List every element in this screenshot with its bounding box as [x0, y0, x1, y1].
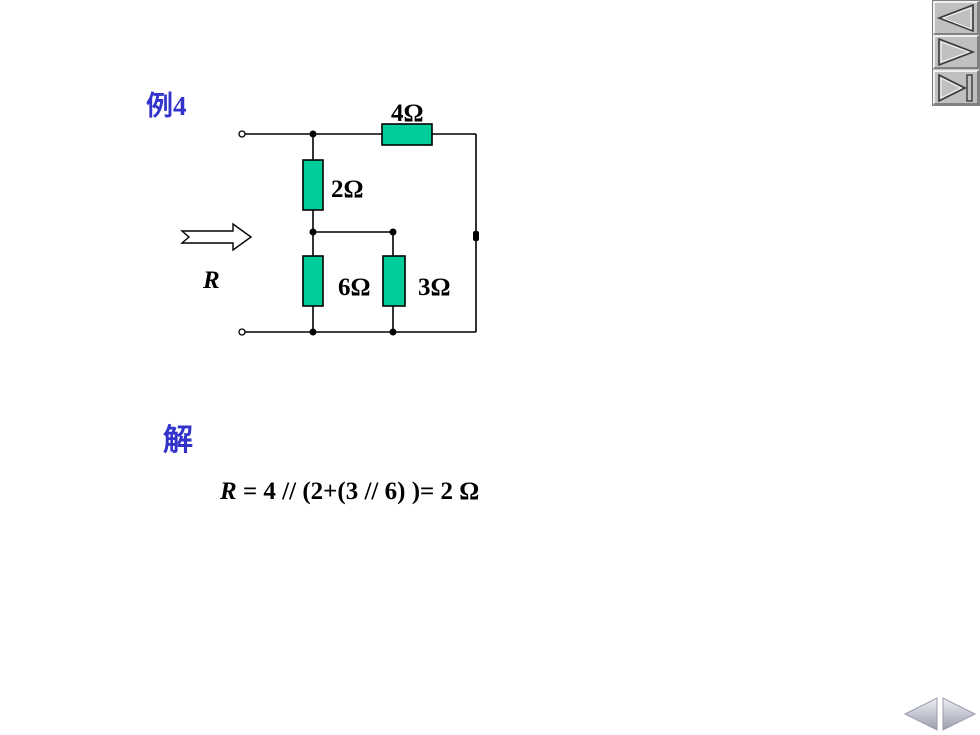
- arrow-left-icon[interactable]: [903, 697, 938, 731]
- terminal-top: [238, 130, 246, 138]
- equation-variable: R: [220, 478, 237, 505]
- equation-body: = 4 // (2+(3 // 6) )= 2 Ω: [236, 478, 480, 505]
- resistor-2ohm: [302, 159, 324, 211]
- resistor-label-6ohm: 6Ω: [338, 274, 371, 301]
- next-slide-button[interactable]: [933, 35, 979, 69]
- resistor-label-3ohm: 3Ω: [418, 274, 451, 301]
- triangle-left-icon: [936, 3, 974, 33]
- input-arrow-icon: [180, 222, 253, 252]
- junction-node: [309, 130, 317, 138]
- junction-node: [389, 328, 397, 336]
- triangle-left-icon-highlight: [941, 7, 972, 30]
- resistor-label-4ohm: 4Ω: [391, 100, 424, 127]
- junction-node: [309, 228, 317, 236]
- bottom-nav-arrows: [903, 697, 977, 731]
- triangle-right-icon: [938, 37, 976, 67]
- arrow-right-icon[interactable]: [942, 697, 977, 731]
- junction-node: [473, 231, 479, 241]
- solution-heading: 解: [163, 424, 193, 457]
- resistor-4ohm: [381, 123, 433, 146]
- triangle-right-icon-highlight: [940, 41, 971, 63]
- terminal-bottom: [238, 328, 246, 336]
- junction-node: [389, 228, 397, 236]
- junction-node: [309, 328, 317, 336]
- previous-slide-button[interactable]: [933, 1, 979, 35]
- resistor-3ohm: [382, 255, 406, 307]
- port-label: R: [202, 267, 220, 294]
- solution-equation: R = 4 // (2+(3 // 6) )= 2 Ω: [220, 478, 479, 506]
- resistor-label-2ohm: 2Ω: [331, 176, 364, 203]
- skip-to-end-icon: [938, 73, 973, 103]
- resistor-6ohm: [302, 255, 324, 307]
- last-slide-button[interactable]: [933, 70, 979, 105]
- slide-nav-panel: [932, 0, 980, 106]
- example-title: 例4: [146, 91, 187, 121]
